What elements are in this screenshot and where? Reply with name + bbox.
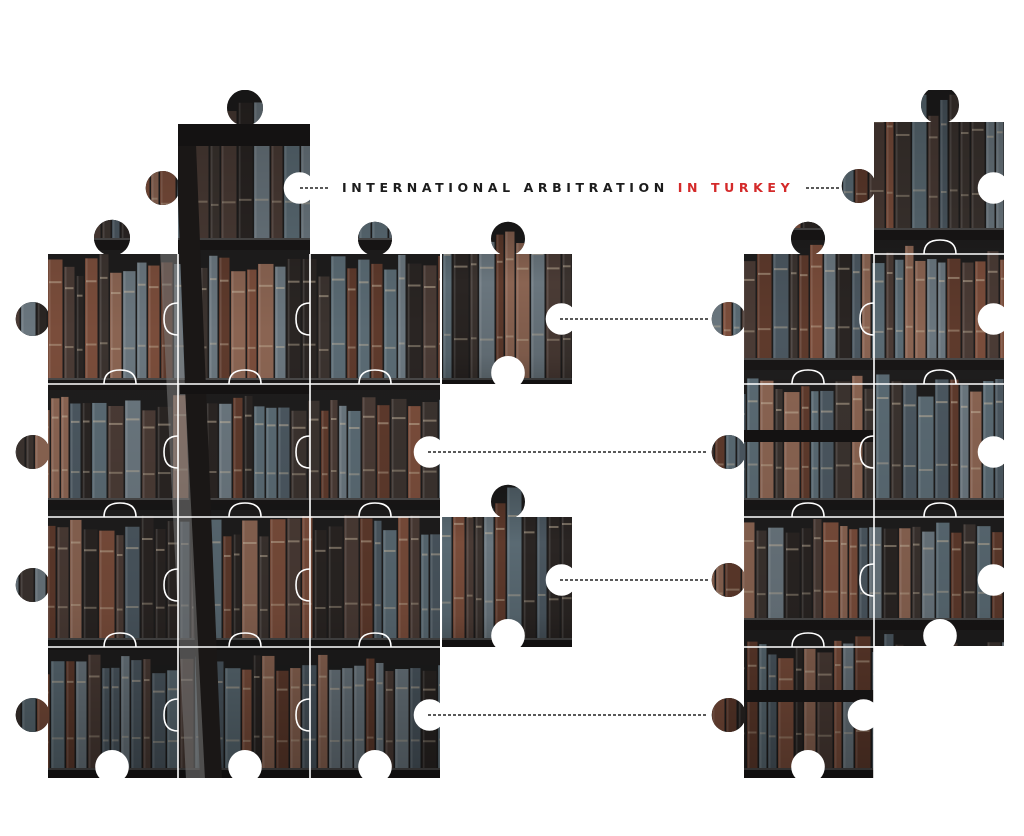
title-main: INTERNATIONAL ARBITRATION [342, 180, 669, 195]
dashed-connectors [300, 187, 840, 716]
title-accent: IN TURKEY [677, 180, 795, 195]
page-title: INTERNATIONAL ARBITRATION IN TURKEY [342, 180, 794, 196]
puzzle-sockets [95, 172, 1010, 784]
puzzle-seams [48, 172, 1010, 784]
